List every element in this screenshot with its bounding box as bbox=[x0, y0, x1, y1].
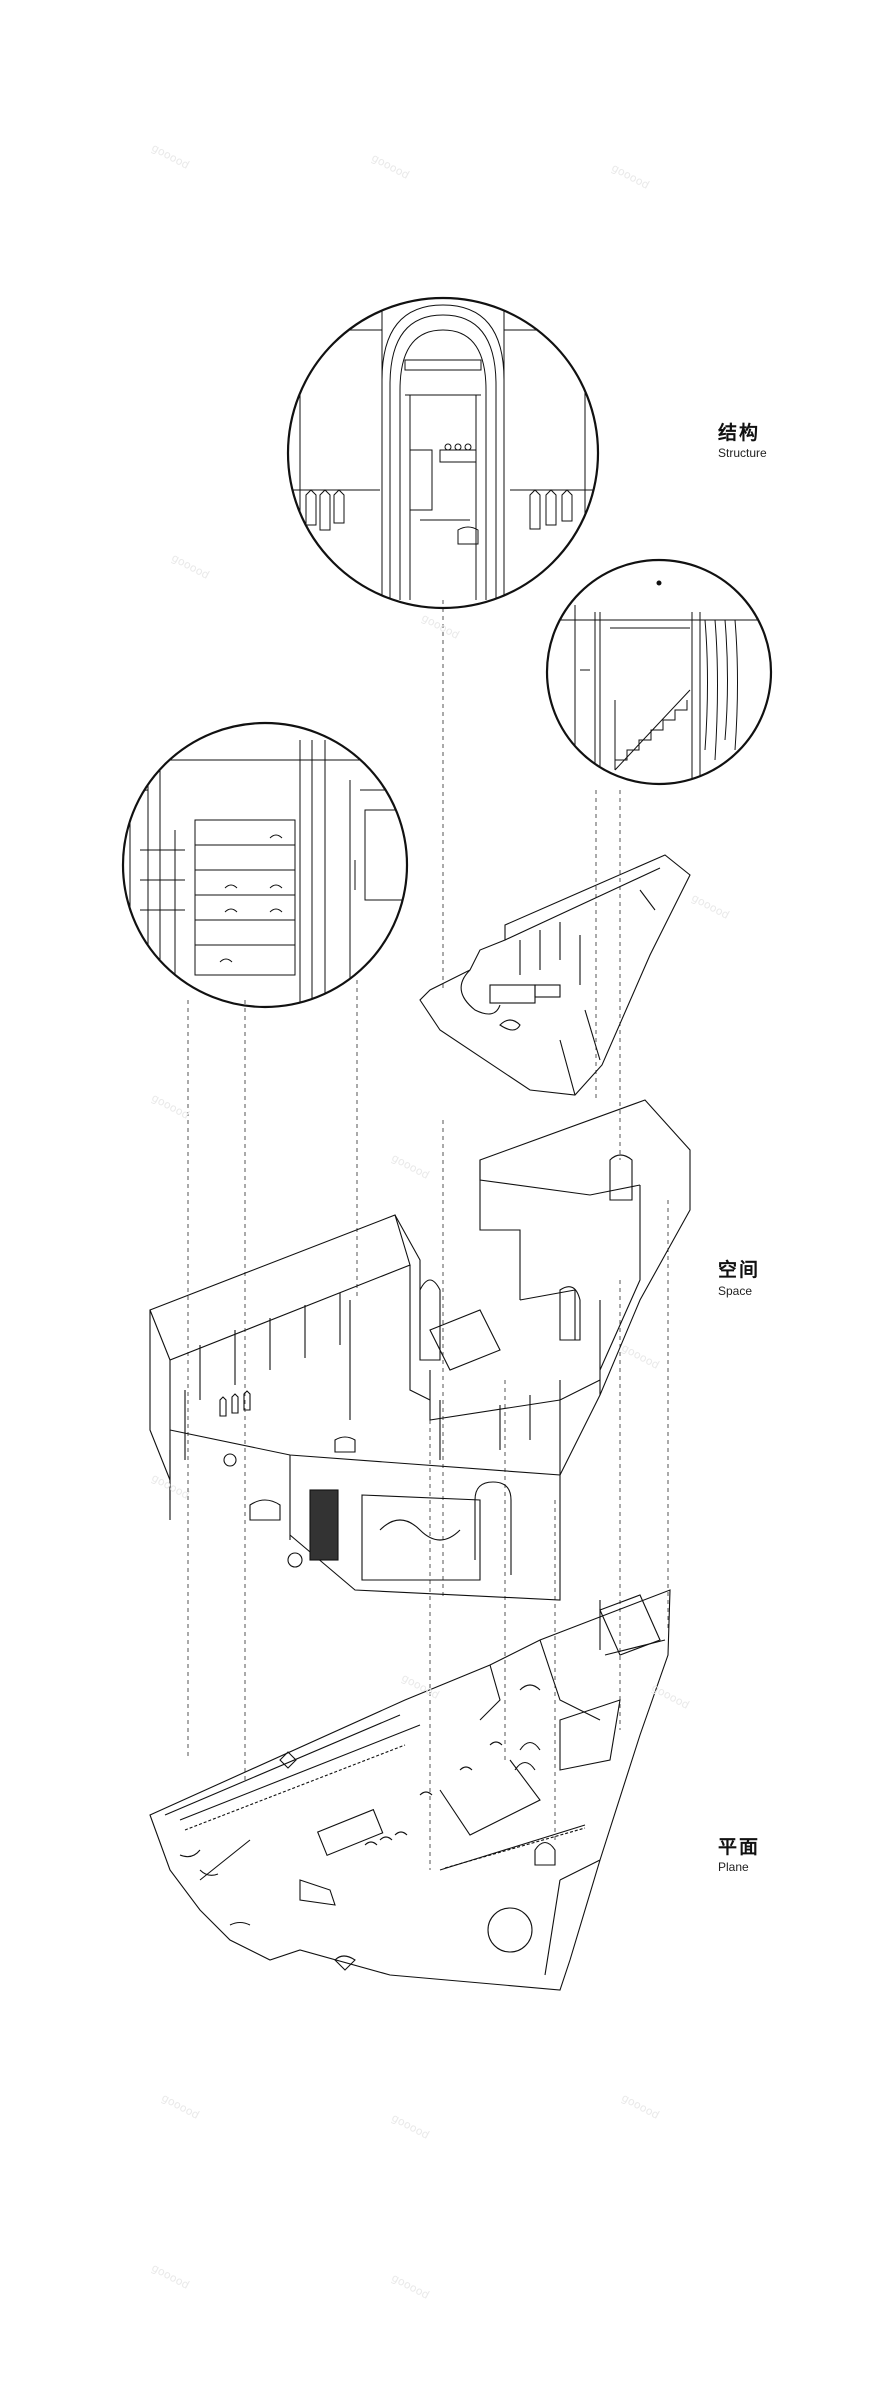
structure-label-cn: 结构 bbox=[718, 422, 761, 444]
structure-label-en: Structure bbox=[718, 446, 767, 460]
space-label-cn: 空间 bbox=[718, 1259, 761, 1281]
detail-circle-stairs bbox=[545, 558, 773, 786]
detail-circle-shelves bbox=[121, 721, 409, 1009]
space-label-en: Space bbox=[718, 1284, 753, 1298]
plane-label-cn: 平面 bbox=[718, 1836, 761, 1858]
projection-lines bbox=[187, 600, 669, 1870]
floor-plan-level bbox=[149, 1589, 671, 1991]
space-walls-level bbox=[149, 1099, 691, 1601]
mezzanine-level bbox=[419, 854, 691, 1096]
detail-circle-arch bbox=[286, 296, 600, 610]
plane-label-en: Plane bbox=[718, 1860, 749, 1874]
